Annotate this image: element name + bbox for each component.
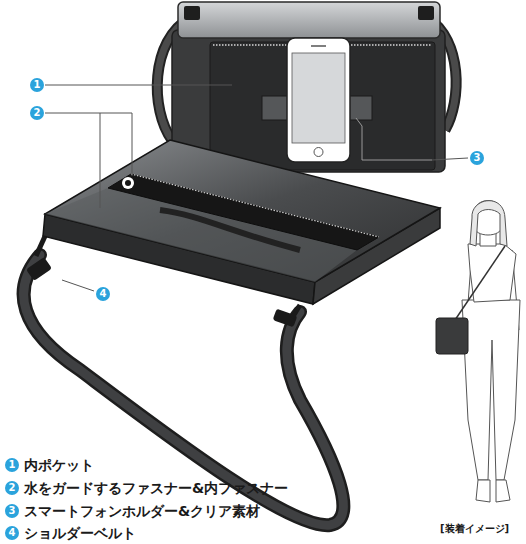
- feature-text: スマートフォンホルダー&クリア素材: [24, 502, 260, 520]
- wearing-figure-part: [470, 201, 507, 246]
- image-note: [装着イメージ]: [440, 522, 509, 535]
- bag-back-view-part: [311, 45, 326, 47]
- bag-front-view: [43, 140, 440, 304]
- wearing-figure-part: [455, 246, 505, 320]
- bag-front-view-part: [45, 140, 440, 282]
- wearing-figure-part: [496, 480, 510, 502]
- leader-lines: [45, 85, 468, 291]
- feature-text: 水をガードするファスナー&内ファスナー: [24, 479, 288, 497]
- shoulder-belt-part: [292, 305, 300, 318]
- bag-front-view-part: [122, 177, 134, 189]
- feature-text: ショルダーベルト: [24, 524, 136, 542]
- bag-back-view-part: [210, 42, 435, 170]
- bag-back-view-part: [184, 6, 200, 20]
- bag-back-view-part: [418, 6, 434, 20]
- bag-front-view-part: [108, 174, 379, 250]
- list-number: 2: [5, 481, 19, 495]
- leader-lines-part: [132, 113, 133, 176]
- leader-lines-part: [100, 113, 101, 208]
- bag-back-view-part: [356, 118, 432, 160]
- bag-front-view-part: [125, 180, 131, 186]
- bag-front-view-part: [131, 174, 379, 237]
- leader-lines-part: [45, 113, 132, 114]
- bag-back-view-part: [292, 53, 345, 143]
- list-number: 4: [5, 526, 19, 540]
- bag-back-view-part: [178, 2, 440, 38]
- list-number: 1: [5, 458, 19, 472]
- bag-back-view: [157, 2, 456, 172]
- wearing-figure: [436, 201, 520, 503]
- wearing-figure-part: [468, 244, 516, 302]
- callout-number: 4: [96, 287, 110, 301]
- shoulder-belt-part: [36, 234, 46, 256]
- leader-lines-part: [432, 158, 468, 160]
- shoulder-belt-part: [26, 257, 52, 281]
- callout-number: 2: [30, 106, 44, 120]
- wearing-figure-part: [462, 300, 520, 480]
- bag-back-view-part: [314, 148, 323, 157]
- callout-number: 3: [470, 151, 484, 165]
- wearing-figure-part: [476, 480, 490, 502]
- bag-back-view-part: [287, 38, 350, 162]
- leader-lines-part: [45, 85, 232, 86]
- wearing-figure-part: [436, 318, 468, 354]
- list-number: 3: [5, 504, 19, 518]
- feature-text: 内ポケット: [24, 456, 94, 474]
- bag-front-view-part: [160, 210, 300, 250]
- callout-number: 1: [30, 78, 44, 92]
- leader-lines-part: [62, 280, 94, 291]
